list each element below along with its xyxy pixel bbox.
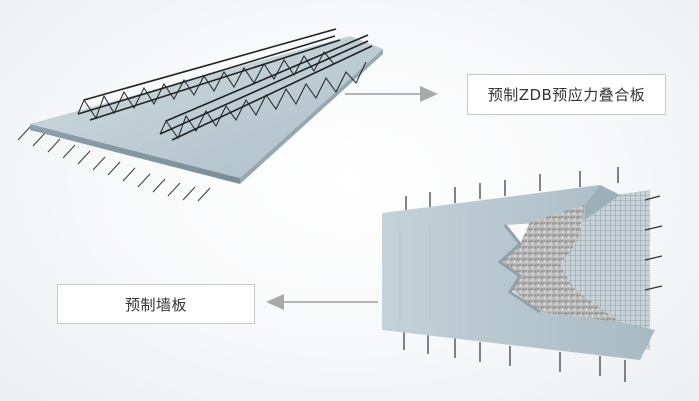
arrow-right-icon <box>345 86 438 102</box>
wall-front-face <box>382 185 655 360</box>
steel-truss-right <box>159 34 373 141</box>
slab-protruding-rebars <box>17 126 211 202</box>
slab-top-face <box>30 36 383 178</box>
slab-label-box: 预制ZDB预应力叠合板 <box>467 74 666 115</box>
zdb-slab-illustration <box>17 28 383 202</box>
wall-label-box: 预制墙板 <box>57 284 255 324</box>
wall-label-text: 预制墙板 <box>124 295 187 314</box>
slab-side-face <box>30 124 240 184</box>
arrow-left-icon <box>266 294 378 310</box>
wall-protruding-rebars <box>403 167 626 382</box>
steel-truss-left <box>77 28 341 121</box>
wall-gravel-core <box>502 205 620 322</box>
wall-panel-illustration <box>382 167 663 382</box>
slab-label-text: 预制ZDB预应力叠合板 <box>487 86 646 104</box>
